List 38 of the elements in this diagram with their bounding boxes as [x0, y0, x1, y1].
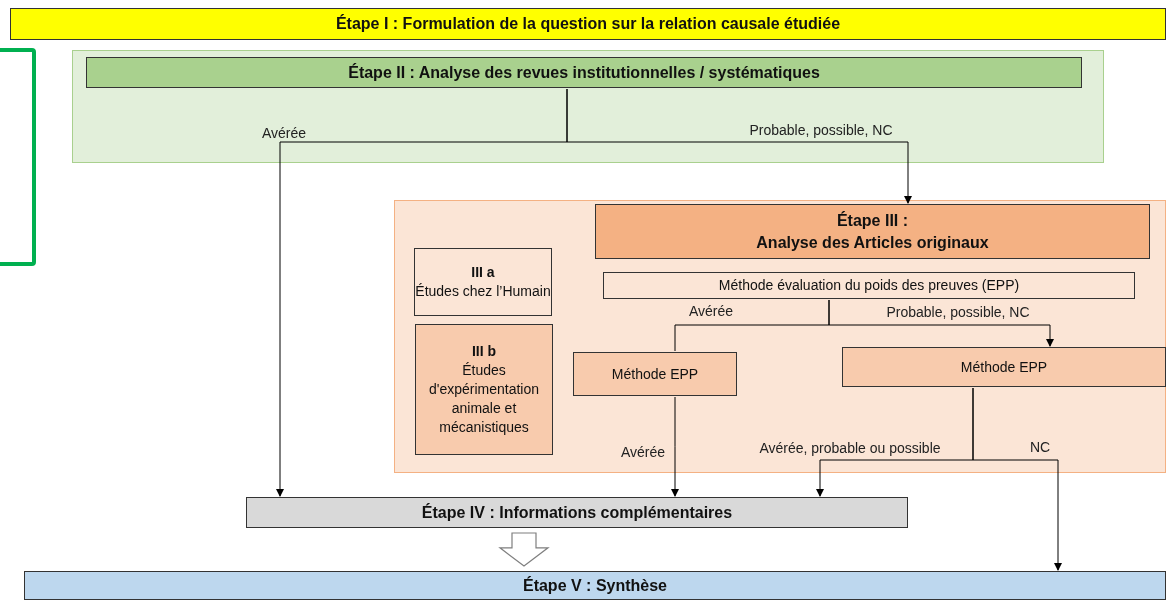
stage-header	[86, 57, 1082, 88]
edge-label: Avérée	[260, 124, 308, 142]
method-box	[603, 272, 1135, 299]
block-arrow	[498, 532, 550, 567]
box-heading: III a	[471, 263, 495, 282]
box-text: Étape I : Formulation de la question sur la relation causale étudiée	[335, 13, 841, 34]
outline-box	[0, 48, 36, 266]
box-text: Méthode évaluation du poids des preuves (EPP)	[718, 276, 1020, 295]
stage-panel	[72, 50, 1104, 163]
title-band	[10, 8, 1166, 40]
connector-arrow	[828, 299, 1054, 347]
stage-panel	[394, 200, 1166, 473]
connector-arrow	[972, 387, 1062, 571]
study-box	[415, 324, 553, 455]
box-text: Études chez l’Humain	[415, 282, 551, 301]
edge-label: NC	[1028, 438, 1052, 456]
edge-label: Avérée	[619, 443, 667, 461]
box-text: Études d'expérimentation animale et mécanistiques	[427, 361, 541, 437]
box-text: Étape V : Synthèse	[522, 575, 667, 596]
connector-arrow	[671, 396, 679, 497]
study-box	[414, 248, 552, 316]
box-heading: III b	[471, 342, 497, 361]
method-box	[842, 347, 1166, 387]
connector-arrow	[566, 88, 912, 204]
box-text: Analyse des Articles originaux	[756, 232, 989, 253]
box-text: Méthode EPP	[611, 364, 699, 384]
box-text: Méthode EPP	[960, 357, 1048, 377]
box-text: Étape II : Analyse des revues institutionnelles / systématiques	[348, 62, 820, 83]
stage-box	[24, 571, 1166, 600]
box-text: Étape IV : Informations complémentaires	[421, 502, 733, 523]
edge-label: Avérée, probable ou possible	[758, 439, 942, 457]
edge-label: Probable, possible, NC	[748, 121, 894, 139]
method-box	[573, 352, 737, 396]
edge-label: Probable, possible, NC	[885, 303, 1031, 321]
stage-header	[595, 204, 1150, 259]
box-text: Étape III :	[836, 210, 909, 231]
edge-label: Avérée	[687, 302, 735, 320]
stage-box	[246, 497, 908, 528]
